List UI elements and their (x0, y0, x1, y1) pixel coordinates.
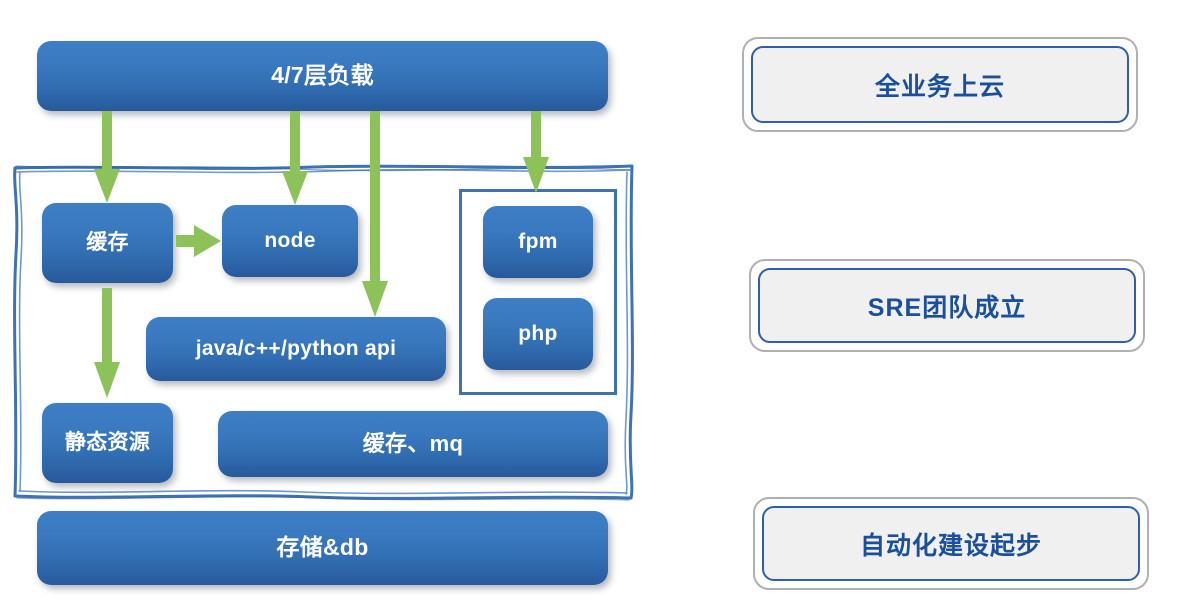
node-api: java/c++/python api (146, 317, 446, 381)
node-php: php (483, 298, 593, 370)
milestone-label-automation: 自动化建设起步 (762, 506, 1140, 581)
load-balancer-bar: 4/7层负载 (37, 41, 608, 111)
milestone-label-cloud: 全业务上云 (751, 46, 1129, 123)
node-cache-mq: 缓存、mq (218, 411, 608, 477)
milestone-card-automation[interactable]: 自动化建设起步 (753, 497, 1149, 590)
node-node: node (222, 205, 358, 277)
node-cache: 缓存 (42, 203, 173, 283)
milestone-card-cloud[interactable]: 全业务上云 (742, 37, 1138, 132)
milestone-label-sre: SRE团队成立 (758, 268, 1136, 343)
storage-db-bar: 存储&db (37, 511, 608, 585)
node-static-resources: 静态资源 (42, 403, 173, 483)
node-fpm: fpm (483, 206, 593, 278)
milestone-card-sre[interactable]: SRE团队成立 (749, 259, 1145, 352)
